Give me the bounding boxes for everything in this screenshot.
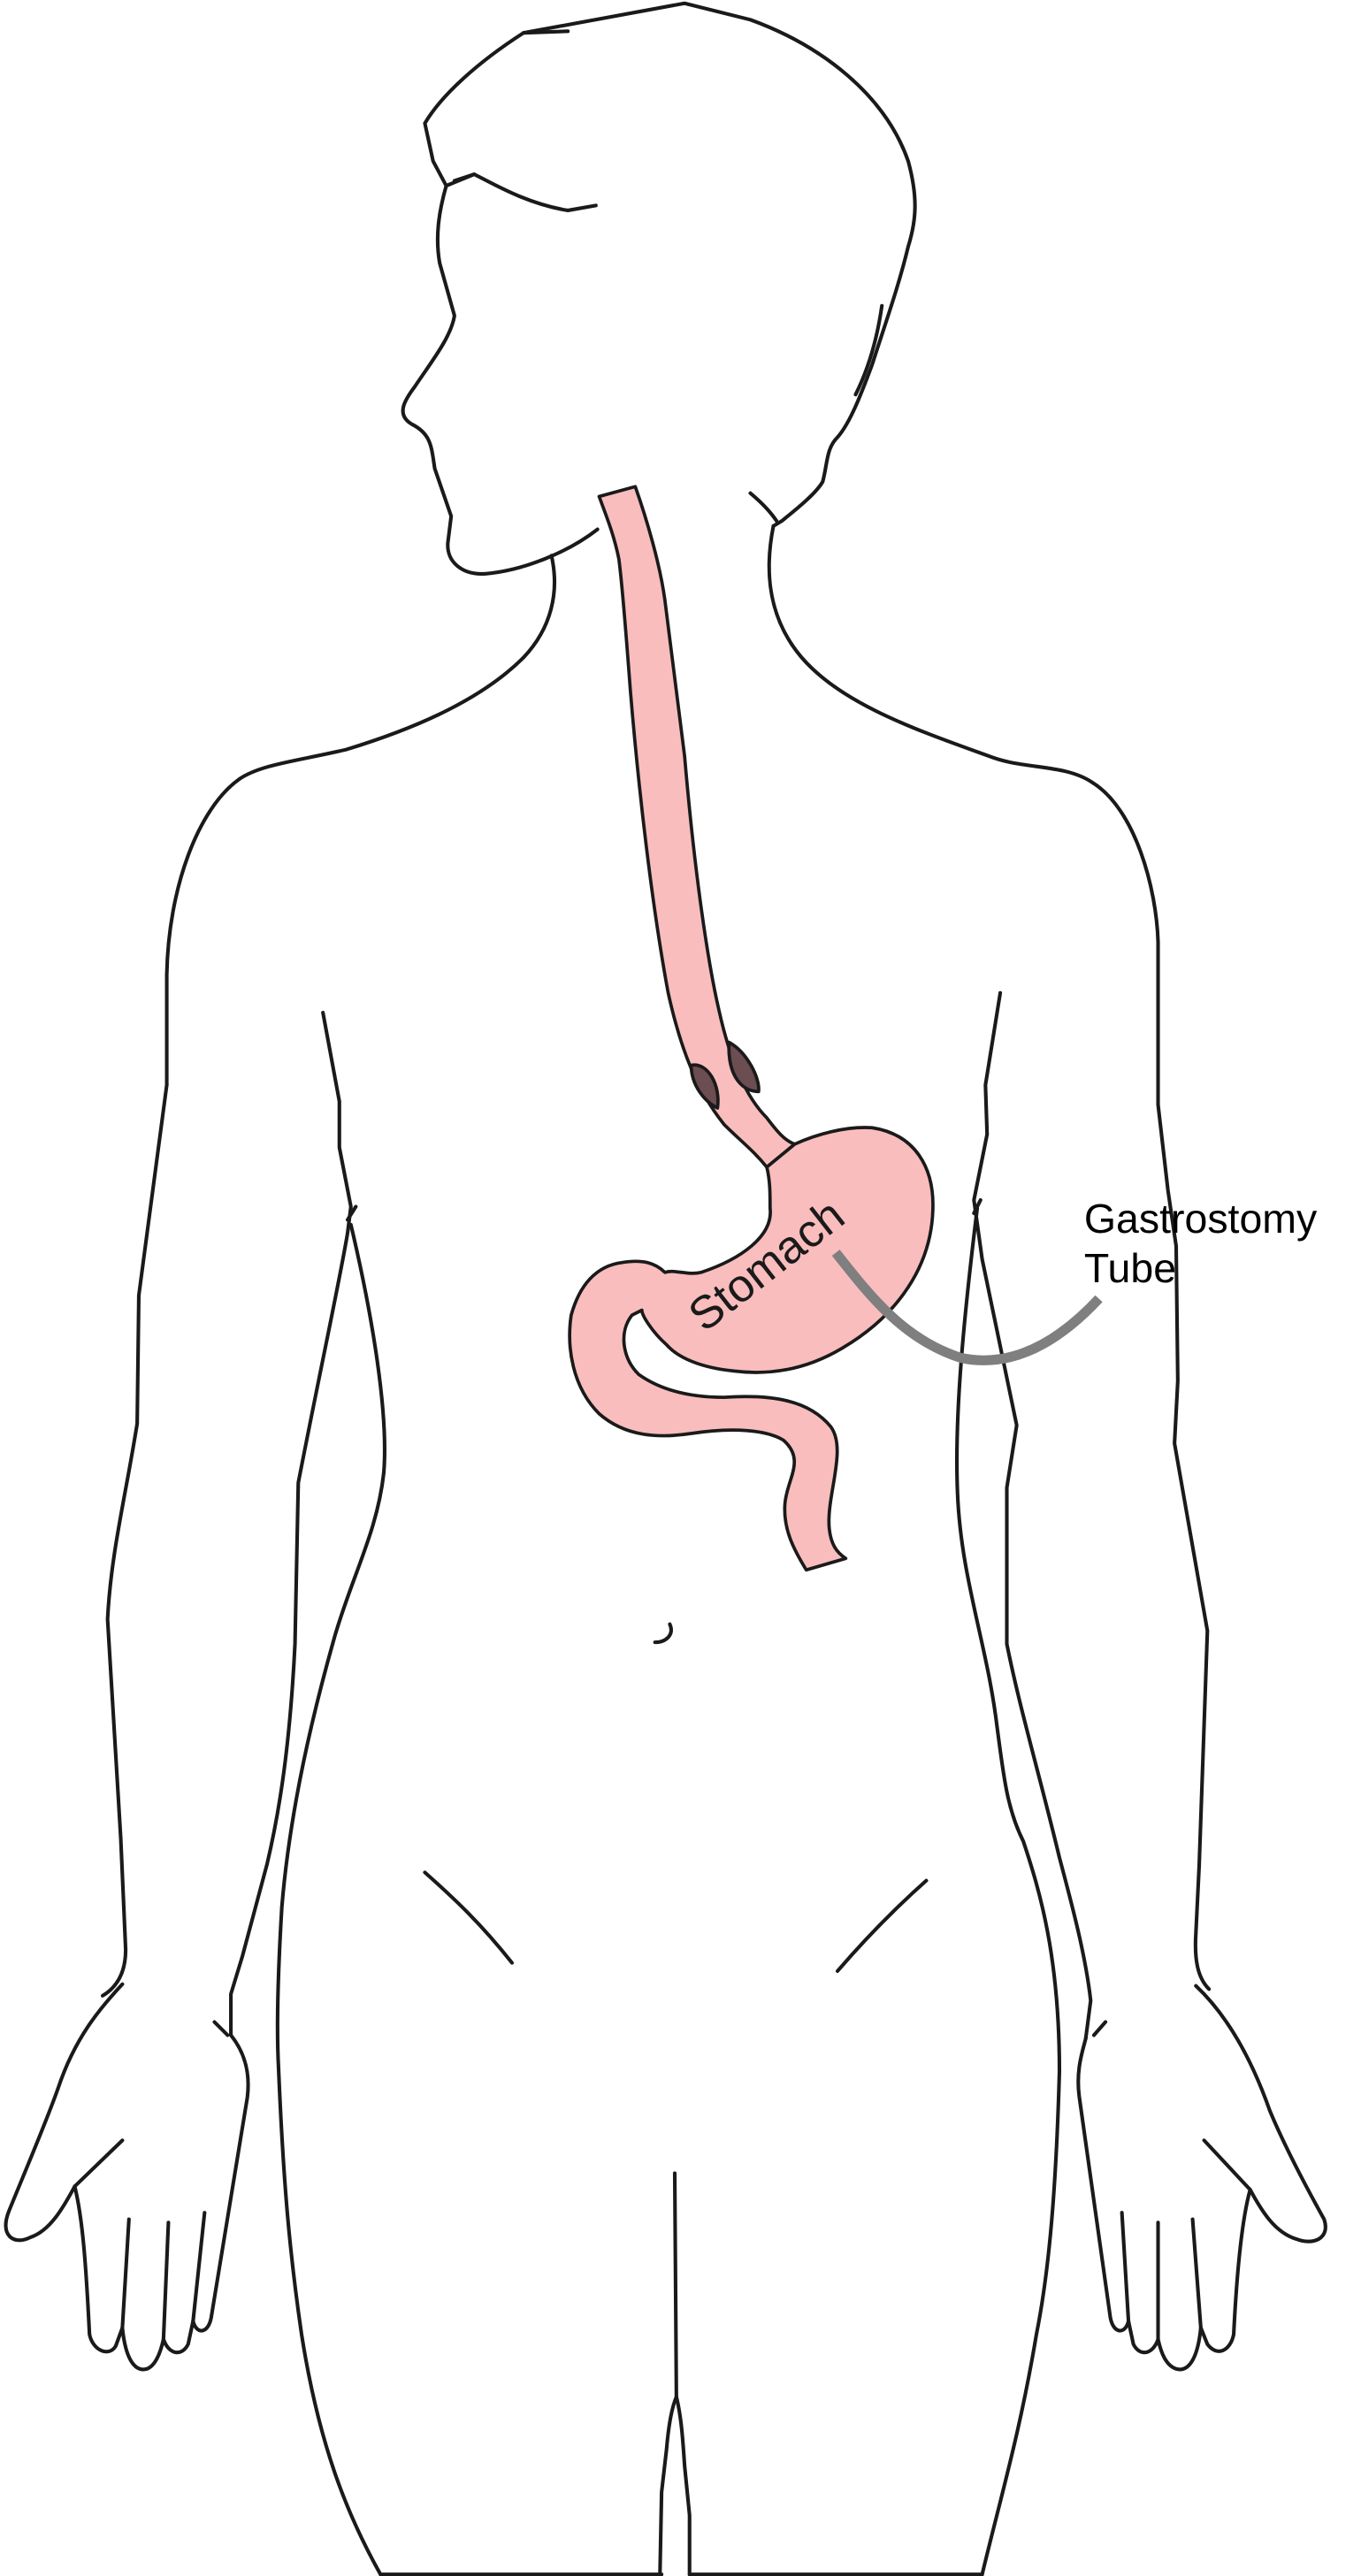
gastrostomy-tube bbox=[831, 1250, 1103, 1365]
neck-notch bbox=[748, 491, 779, 524]
gastrostomy-label-line1: Gastrostomy bbox=[1084, 1196, 1318, 1242]
right-finger-3 bbox=[1120, 2211, 1131, 2323]
left-finger-2 bbox=[161, 2221, 171, 2342]
left-wrist-line bbox=[212, 2020, 230, 2037]
leg-divide bbox=[658, 2171, 678, 2576]
stomach bbox=[568, 1126, 935, 1572]
right-arm-inner bbox=[972, 990, 1093, 2041]
pyloric-sphincter-right bbox=[727, 1040, 761, 1094]
torso-right-side bbox=[954, 1206, 1062, 2576]
left-wrist-notch bbox=[346, 1204, 358, 1222]
neck-left bbox=[164, 554, 557, 1087]
left-hip-crease bbox=[423, 1870, 515, 1965]
right-hip-crease bbox=[835, 1878, 929, 1973]
ear-line bbox=[853, 303, 884, 397]
right-finger-1 bbox=[1190, 2217, 1203, 2330]
right-thumb-line bbox=[1202, 2138, 1252, 2192]
navel bbox=[653, 1622, 673, 1645]
right-hand bbox=[1076, 1984, 1327, 2372]
eye-detail bbox=[452, 172, 477, 183]
left-hand bbox=[4, 1982, 250, 2372]
neck-right bbox=[767, 524, 1160, 944]
leg-inner-right bbox=[674, 2395, 692, 2576]
pyloric-sphincter-left bbox=[689, 1063, 720, 1110]
eye-line bbox=[444, 172, 598, 212]
right-wrist-line bbox=[1091, 2020, 1108, 2037]
esophagus bbox=[597, 485, 797, 1169]
right-arm-outer bbox=[1156, 940, 1212, 1991]
left-finger-1 bbox=[120, 2217, 131, 2330]
left-arm-outer bbox=[101, 1082, 169, 1998]
left-arm-inner bbox=[229, 1011, 353, 2037]
digestive-tract bbox=[568, 485, 935, 1572]
gastrostomy-label-line2: Tube bbox=[1084, 1245, 1176, 1291]
hair-line bbox=[521, 29, 570, 35]
torso-left-side bbox=[275, 1222, 386, 2576]
head-outline bbox=[401, 1, 917, 576]
left-thumb-line bbox=[73, 2138, 125, 2189]
left-finger-3 bbox=[191, 2211, 207, 2323]
